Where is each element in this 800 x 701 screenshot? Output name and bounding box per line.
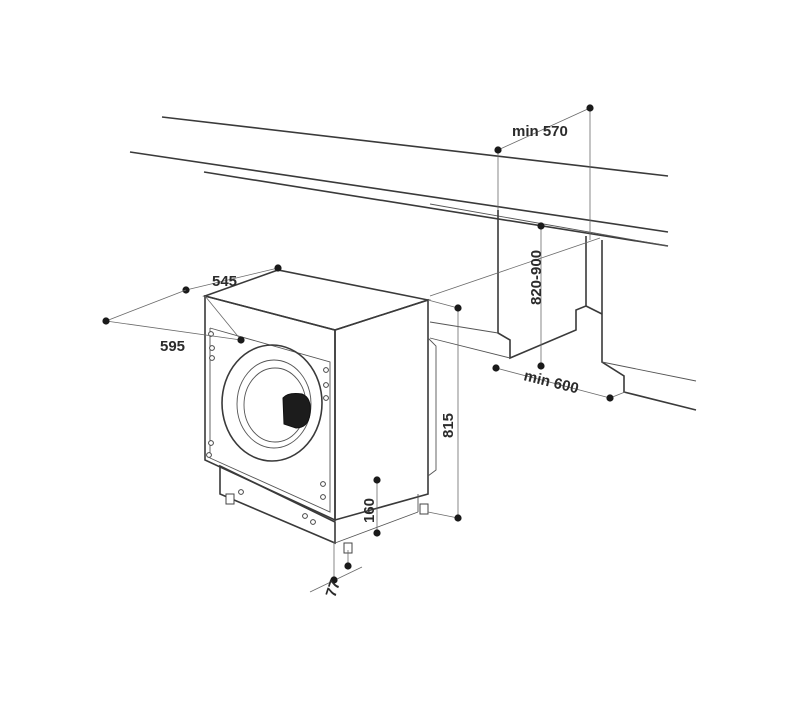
label-min-570: min 570 (512, 123, 568, 140)
label-77: 77 (323, 578, 344, 599)
dimension-820-900 (429, 222, 601, 370)
dimension-595 (102, 289, 245, 344)
dimension-815 (427, 299, 462, 522)
label-545: 545 (212, 273, 237, 290)
label-820-900: 820-900 (528, 250, 545, 305)
washing-machine (202, 269, 437, 554)
screw-holes (206, 331, 329, 525)
dimension-min-570 (494, 104, 594, 240)
niche-cabinet (429, 210, 697, 411)
door-handle (282, 393, 311, 429)
label-595: 595 (160, 338, 185, 355)
label-815: 815 (440, 413, 457, 438)
label-160: 160 (361, 498, 378, 523)
countertop (129, 116, 669, 247)
dimension-160 (373, 476, 381, 537)
door-outer (221, 344, 323, 462)
door-inner (236, 359, 312, 449)
dimension-77 (309, 542, 363, 593)
label-min-600: min 600 (522, 367, 580, 397)
dimension-min-600 (492, 364, 626, 402)
